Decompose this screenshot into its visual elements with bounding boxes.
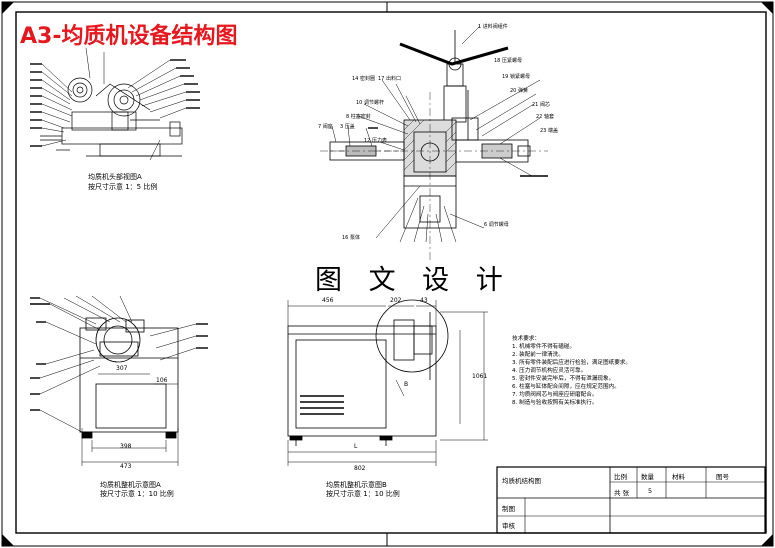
callout-3: 3 压盖 — [340, 124, 355, 130]
title-block-sheet-value: 5 — [648, 487, 653, 495]
title-block-scale-header: 比例 — [614, 473, 627, 481]
note-item: 5. 密封件安装完毕后，不得有泄漏现象。 — [512, 376, 615, 382]
title-block-title: 均质机结构图 — [502, 477, 541, 485]
callout-20: 20 弹簧 — [510, 88, 528, 94]
side-dim-456: 456 — [322, 297, 334, 304]
side-view-scale: 按尺寸示意 1：10 比例 — [326, 490, 400, 498]
title-block-qty-header: 数量 — [641, 473, 654, 481]
side-dim-202: 202 — [390, 297, 402, 304]
view-a-caption: 均质机头部视图A — [88, 173, 142, 181]
callout-14: 14 密封圈 — [352, 76, 375, 82]
note-item: 4. 压力调节机构应灵活可靠。 — [512, 368, 587, 374]
title-block-sheet-label: 共 张 — [614, 489, 630, 497]
corner-mark-bl — [2, 534, 14, 546]
view-a-head-assembly — [30, 47, 200, 161]
watermark-text: 图 文 设 计 — [315, 265, 512, 296]
sheet-inner-border — [15, 11, 767, 534]
note-item: 7. 均质阀阀芯与阀座应研磨配合。 — [512, 392, 598, 398]
drawing-banner-title: A3-均质机设备结构图 — [20, 24, 238, 49]
side-dim-1061: 1061 — [472, 373, 488, 380]
callout-17: 17 出料口 — [378, 76, 401, 82]
callout-1: 1 进料阀组件 — [478, 24, 508, 30]
callout-18: 18 压紧螺母 — [494, 58, 522, 64]
callout-21: 21 阀芯 — [532, 102, 550, 108]
title-block — [496, 466, 766, 534]
corner-mark-tr — [761, 2, 773, 14]
title-block-material-header: 材料 — [672, 473, 685, 481]
side-dim-l: L — [354, 443, 358, 450]
view-a-scale: 按尺寸示意 1：5 比例 — [88, 183, 158, 191]
corner-mark-tl — [2, 2, 14, 14]
front-view-scale: 按尺寸示意 1：10 比例 — [100, 490, 174, 498]
note-item: 8. 制造与验收按照有关标准执行。 — [512, 400, 598, 406]
title-block-mark-header: 图号 — [716, 473, 729, 481]
note-item: 1. 机械零件不得有磕碰。 — [512, 344, 576, 350]
side-dim-b: B — [404, 381, 409, 388]
note-item: 2. 装配前一律清洗。 — [512, 352, 564, 358]
front-view — [30, 295, 208, 466]
callout-8: 8 柱塞密封 — [346, 114, 371, 120]
callout-23: 23 端盖 — [540, 128, 558, 134]
callout-12: 12 压力表 — [364, 138, 387, 144]
side-view-caption: 均质机整机示意图B — [326, 481, 387, 489]
title-block-checked: 审核 — [502, 522, 515, 530]
side-view — [287, 299, 488, 466]
front-view-caption: 均质机整机示意图A — [100, 481, 161, 489]
corner-mark-br — [761, 534, 773, 546]
callout-16: 16 泵体 — [342, 235, 360, 241]
note-item: 6. 柱塞与缸体配合间隙，应在规定范围内。 — [512, 384, 620, 390]
callout-7: 7 阀座 — [318, 124, 333, 130]
note-item: 3. 所有零件装配后应进行检验，满足图纸要求。 — [512, 360, 631, 366]
front-dim-398: 398 — [120, 443, 132, 450]
notes-title: 技术要求： — [512, 336, 540, 342]
front-dim-106: 106 — [156, 377, 168, 384]
callout-22: 22 轴套 — [536, 114, 554, 120]
main-sectional-view — [320, 25, 548, 262]
callout-19: 19 锁紧螺母 — [502, 74, 530, 80]
side-dim-43: 43 — [420, 297, 428, 304]
callout-6: 6 调节螺母 — [484, 222, 509, 228]
title-block-drawn: 制图 — [502, 505, 515, 513]
side-dim-802: 802 — [354, 465, 366, 472]
callout-10: 10 调节螺杆 — [356, 100, 384, 106]
technical-requirements: 技术要求： 1. 机械零件不得有磕碰。 2. 装配前一律清洗。 3. 所有零件装… — [512, 335, 631, 407]
front-dim-307: 307 — [116, 365, 128, 372]
front-dim-473: 473 — [120, 463, 132, 470]
